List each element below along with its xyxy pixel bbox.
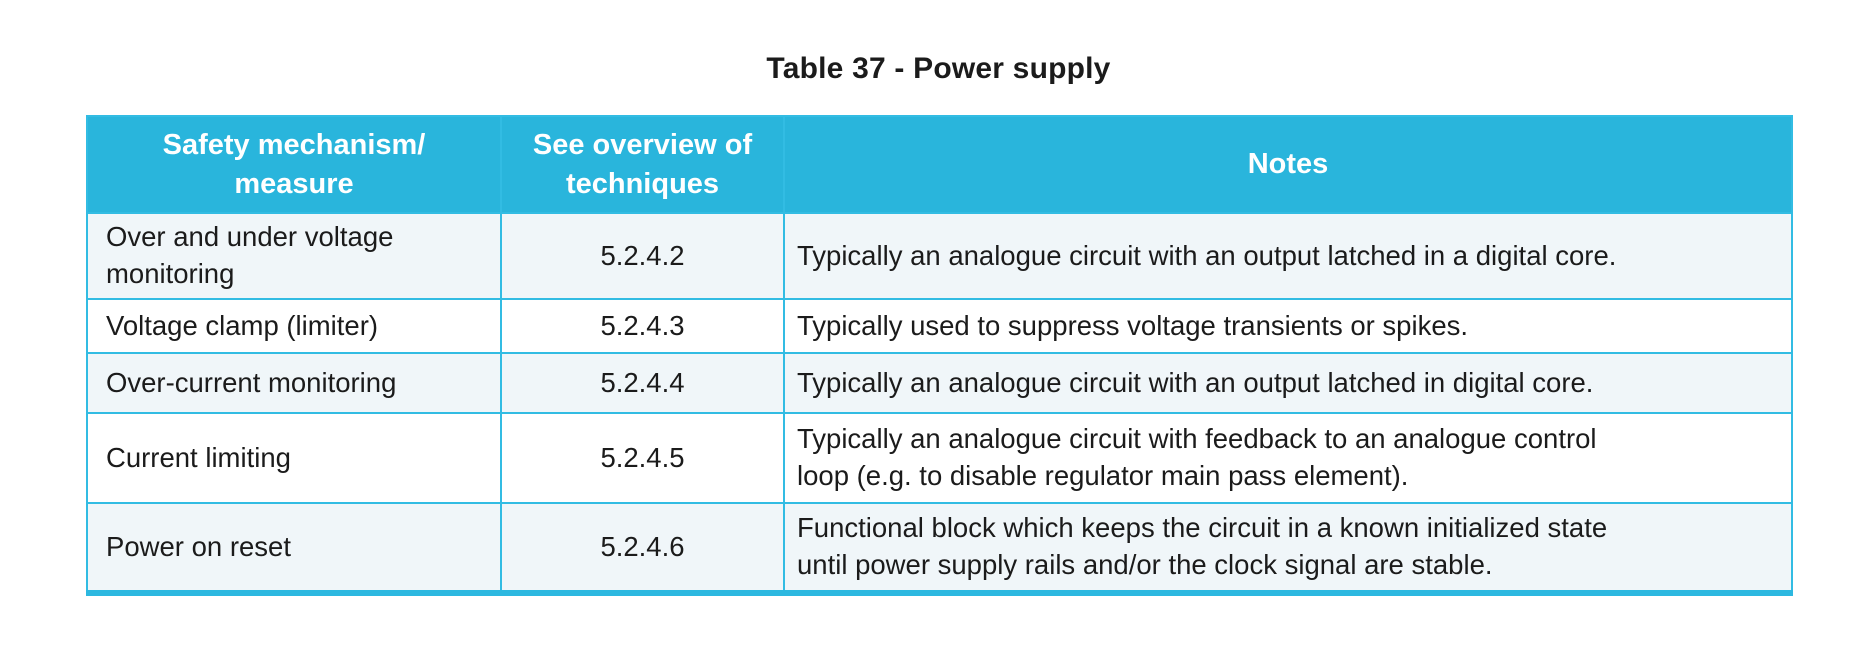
table-row: Over and under voltage monitoring 5.2.4.… xyxy=(86,212,1793,300)
table-row: Power on reset 5.2.4.6 Functional block … xyxy=(86,502,1793,594)
table-caption: Table 37 - Power supply xyxy=(766,52,1111,85)
mechanism-cell: Voltage clamp (limiter) xyxy=(86,298,502,354)
table-row: Over-current monitoring 5.2.4.4 Typicall… xyxy=(86,352,1793,414)
header-row: Safety mechanism/ measure See overview o… xyxy=(86,115,1793,214)
mechanism-cell: Current limiting xyxy=(86,412,502,504)
table-row: Voltage clamp (limiter) 5.2.4.3 Typicall… xyxy=(86,298,1793,354)
header-notes: Notes xyxy=(783,115,1793,214)
overview-ref-cell: 5.2.4.4 xyxy=(500,352,785,414)
notes-cell: Typically used to suppress voltage trans… xyxy=(783,298,1793,354)
overview-ref-cell: 5.2.4.2 xyxy=(500,212,785,300)
table-row: Current limiting 5.2.4.5 Typically an an… xyxy=(86,412,1793,504)
overview-ref-cell: 5.2.4.3 xyxy=(500,298,785,354)
notes-cell: Typically an analogue circuit with an ou… xyxy=(783,212,1793,300)
header-see-overview: See overview of techniques xyxy=(500,115,785,214)
mechanism-cell: Over-current monitoring xyxy=(86,352,502,414)
notes-cell: Functional block which keeps the circuit… xyxy=(783,502,1793,594)
overview-ref-cell: 5.2.4.5 xyxy=(500,412,785,504)
notes-cell: Typically an analogue circuit with feedb… xyxy=(783,412,1793,504)
mechanism-cell: Over and under voltage monitoring xyxy=(86,212,502,300)
overview-ref-cell: 5.2.4.6 xyxy=(500,502,785,594)
power-supply-table: Safety mechanism/ measure See overview o… xyxy=(86,115,1793,596)
mechanism-cell: Power on reset xyxy=(86,502,502,594)
header-safety-mechanism: Safety mechanism/ measure xyxy=(86,115,502,214)
notes-cell: Typically an analogue circuit with an ou… xyxy=(783,352,1793,414)
